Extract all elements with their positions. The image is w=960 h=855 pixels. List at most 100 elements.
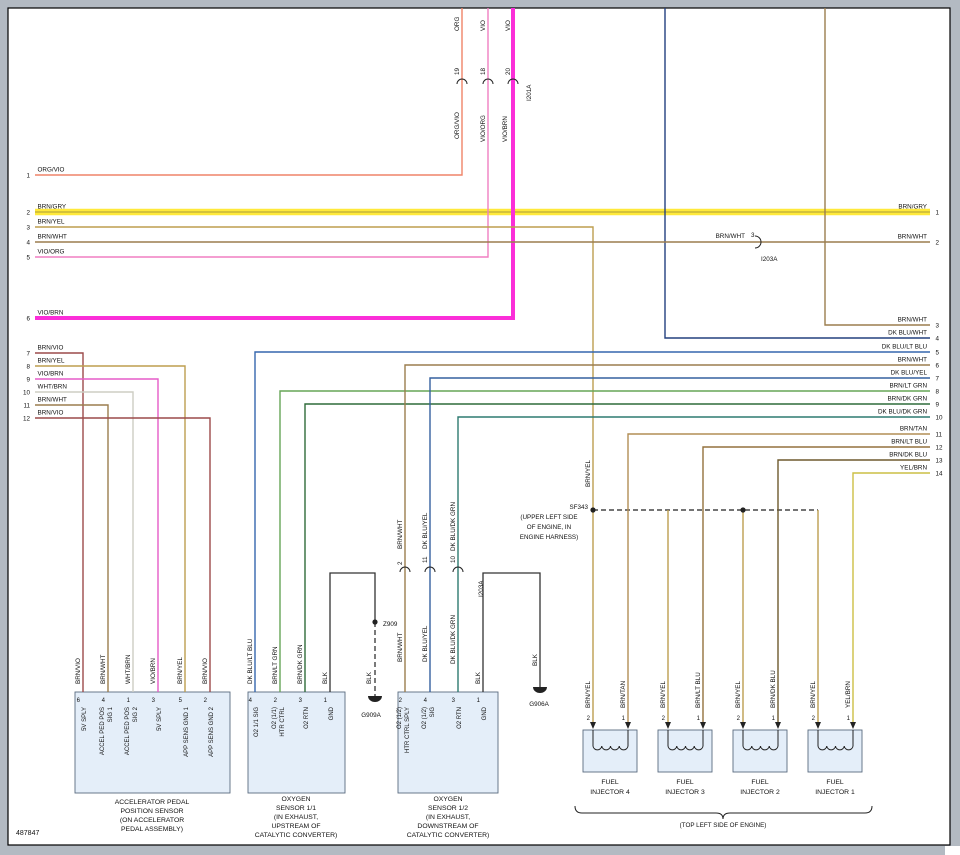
left-terminal-label: BRN/WHT [38,397,68,404]
connector-i201a-pin19 [456,78,468,85]
oxygen-sensor-1-2-caption: (IN EXHAUST, [426,814,470,821]
fuel-injector-3-caption: FUEL [676,779,694,786]
left-terminal-label: BRN/GRY [38,204,67,211]
pin-number: 4 [424,698,428,704]
wire-brn-dk-grn[interactable] [304,403,930,692]
wire-blk-o2-11-gnd[interactable] [329,572,376,692]
pin-number: 6 [77,698,81,704]
connector-i201a-pin18 [482,78,494,85]
pin-function-label: 5V SPLY [157,707,163,731]
pin-arrow-icon [590,722,596,729]
wire-brn-vio-5v-sply[interactable] [35,352,84,692]
wire-vio-brn-highlight[interactable] [35,8,515,320]
wire-brn-tan-inj4[interactable] [627,433,930,722]
injector-coil-3 [667,730,704,751]
right-terminal-label: BRN/TAN [900,426,928,433]
fuel-injector-4-caption: FUEL [601,779,619,786]
wire-label: BLK [532,653,539,666]
splice-dot [372,619,378,625]
wire-vio-brn-5v-sply2[interactable] [35,378,159,692]
left-terminal-number: 10 [23,390,31,397]
pin-function-label: O2 RTN [457,707,463,729]
wire-brn-wht-right-top[interactable] [824,8,930,326]
oxygen-sensor-1-2 [397,691,499,794]
wire-label: BRN/DK GRN [297,644,304,684]
wire-dk-blu-yel[interactable] [429,377,930,692]
wire-dk-blu-dk-grn[interactable] [457,416,930,692]
pin-arrow-icon [625,722,631,729]
location-label: (TOP LEFT SIDE OF ENGINE) [680,822,767,829]
right-terminal-label: BRN/WHT [898,317,928,324]
left-terminal-label: BRN/VIO [38,345,64,352]
wire-vio-org[interactable] [35,8,489,258]
injector-coil-4 [592,730,629,751]
wire-label: BLK [475,671,482,684]
pin-function-label: ACCEL PED POS [125,707,131,755]
wire-label: BRN/LT BLU [695,672,702,708]
pin-number: 3 [299,698,303,704]
wire-brn-lt-blu-inj3[interactable] [702,446,930,722]
wire-label: BRN/YEL [177,657,184,684]
wire-label: BRN/YEL [810,681,817,708]
wire-label: DK BLU/YEL [422,625,429,662]
fuel-injector-3 [657,729,713,773]
right-terminal-number: 6 [936,363,940,370]
wire-brn-lt-grn[interactable] [279,390,930,692]
oxygen-sensor-1-1-caption: UPSTREAM OF [271,823,320,830]
right-terminal-number: 11 [936,432,943,439]
wire-dk-blu-lt-blu[interactable] [254,351,930,692]
wire-blk-o2-12-gnd[interactable] [482,572,541,692]
pin-arrow-icon [700,722,706,729]
fuel-injector-2 [732,729,788,773]
left-terminal-number: 2 [26,210,30,217]
left-terminal-number: 11 [23,403,30,410]
splice-dot [740,507,746,513]
pin-function-label: HTR CTRL SPLY [405,707,411,753]
wire-brn-dk-blu-inj2[interactable] [777,459,930,722]
wire-label: VIO/ORG [480,115,487,142]
pin-arrow-icon [815,722,821,729]
wire-brn-vio-app-gnd2[interactable] [35,417,211,692]
pin-function-label: SIG 2 [133,706,139,722]
wire-label: BRN/WHT [100,654,107,684]
wire-label: BRN/YEL [585,681,592,708]
wire-wht-brn-sig2[interactable] [35,391,134,692]
wire-label: BRN/YEL [585,460,592,487]
wire-brn-yel-app-gnd1[interactable] [35,365,186,692]
right-terminal-label: BRN/LT GRN [889,383,927,390]
fuel-injector-1-caption: INJECTOR 1 [815,789,855,796]
wire-brn-wht-o2-htr[interactable] [404,364,930,692]
wire-brn-yel-main[interactable] [35,226,594,722]
connector-i203a-pin3 [754,235,762,249]
ground-label: G909A [361,712,381,719]
pin-number: 2 [397,561,404,565]
wire-dk-blu-wht[interactable] [664,8,930,339]
right-terminal-label: DK BLU/DK GRN [878,409,927,416]
wire-label: VIO [505,20,512,31]
pin-function-label: O2 (1/2) [422,707,428,729]
fuel-injector-1-caption: FUEL [826,779,844,786]
left-terminal-number: 3 [26,225,30,232]
wire-org-vio[interactable] [35,8,463,176]
fuel-injector-2-caption: INJECTOR 2 [740,789,780,796]
left-terminal-label: VIO/BRN [38,371,64,378]
oxygen-sensor-1-1-caption: OXYGEN [281,796,310,803]
wire-label: BRN/YEL [660,681,667,708]
oxygen-sensor-1-2-caption: CATALYTIC CONVERTER) [407,832,490,839]
pin-number: 2 [399,698,403,704]
right-terminal-label: BRN/WHT [898,234,928,241]
wire-label: VIO [480,20,487,31]
oxygen-sensor-1-2-caption: DOWNSTREAM OF [417,823,478,830]
wire-yel-brn-inj1[interactable] [852,472,930,722]
pin-function-label: O2 (1/1) [272,707,278,729]
pin-number: 3 [152,698,156,704]
connector-label: I201A [526,84,533,101]
ground-symbol-g906a [533,687,547,693]
connector-i203a-pin10 [452,566,464,573]
wire-brn-wht-sig1[interactable] [35,404,109,692]
injector-coil-2 [742,730,779,751]
left-terminal-label: WHT/BRN [38,384,68,391]
pin-number: 1 [127,698,131,704]
wire-label: DK BLU/LT BLU [247,638,254,684]
